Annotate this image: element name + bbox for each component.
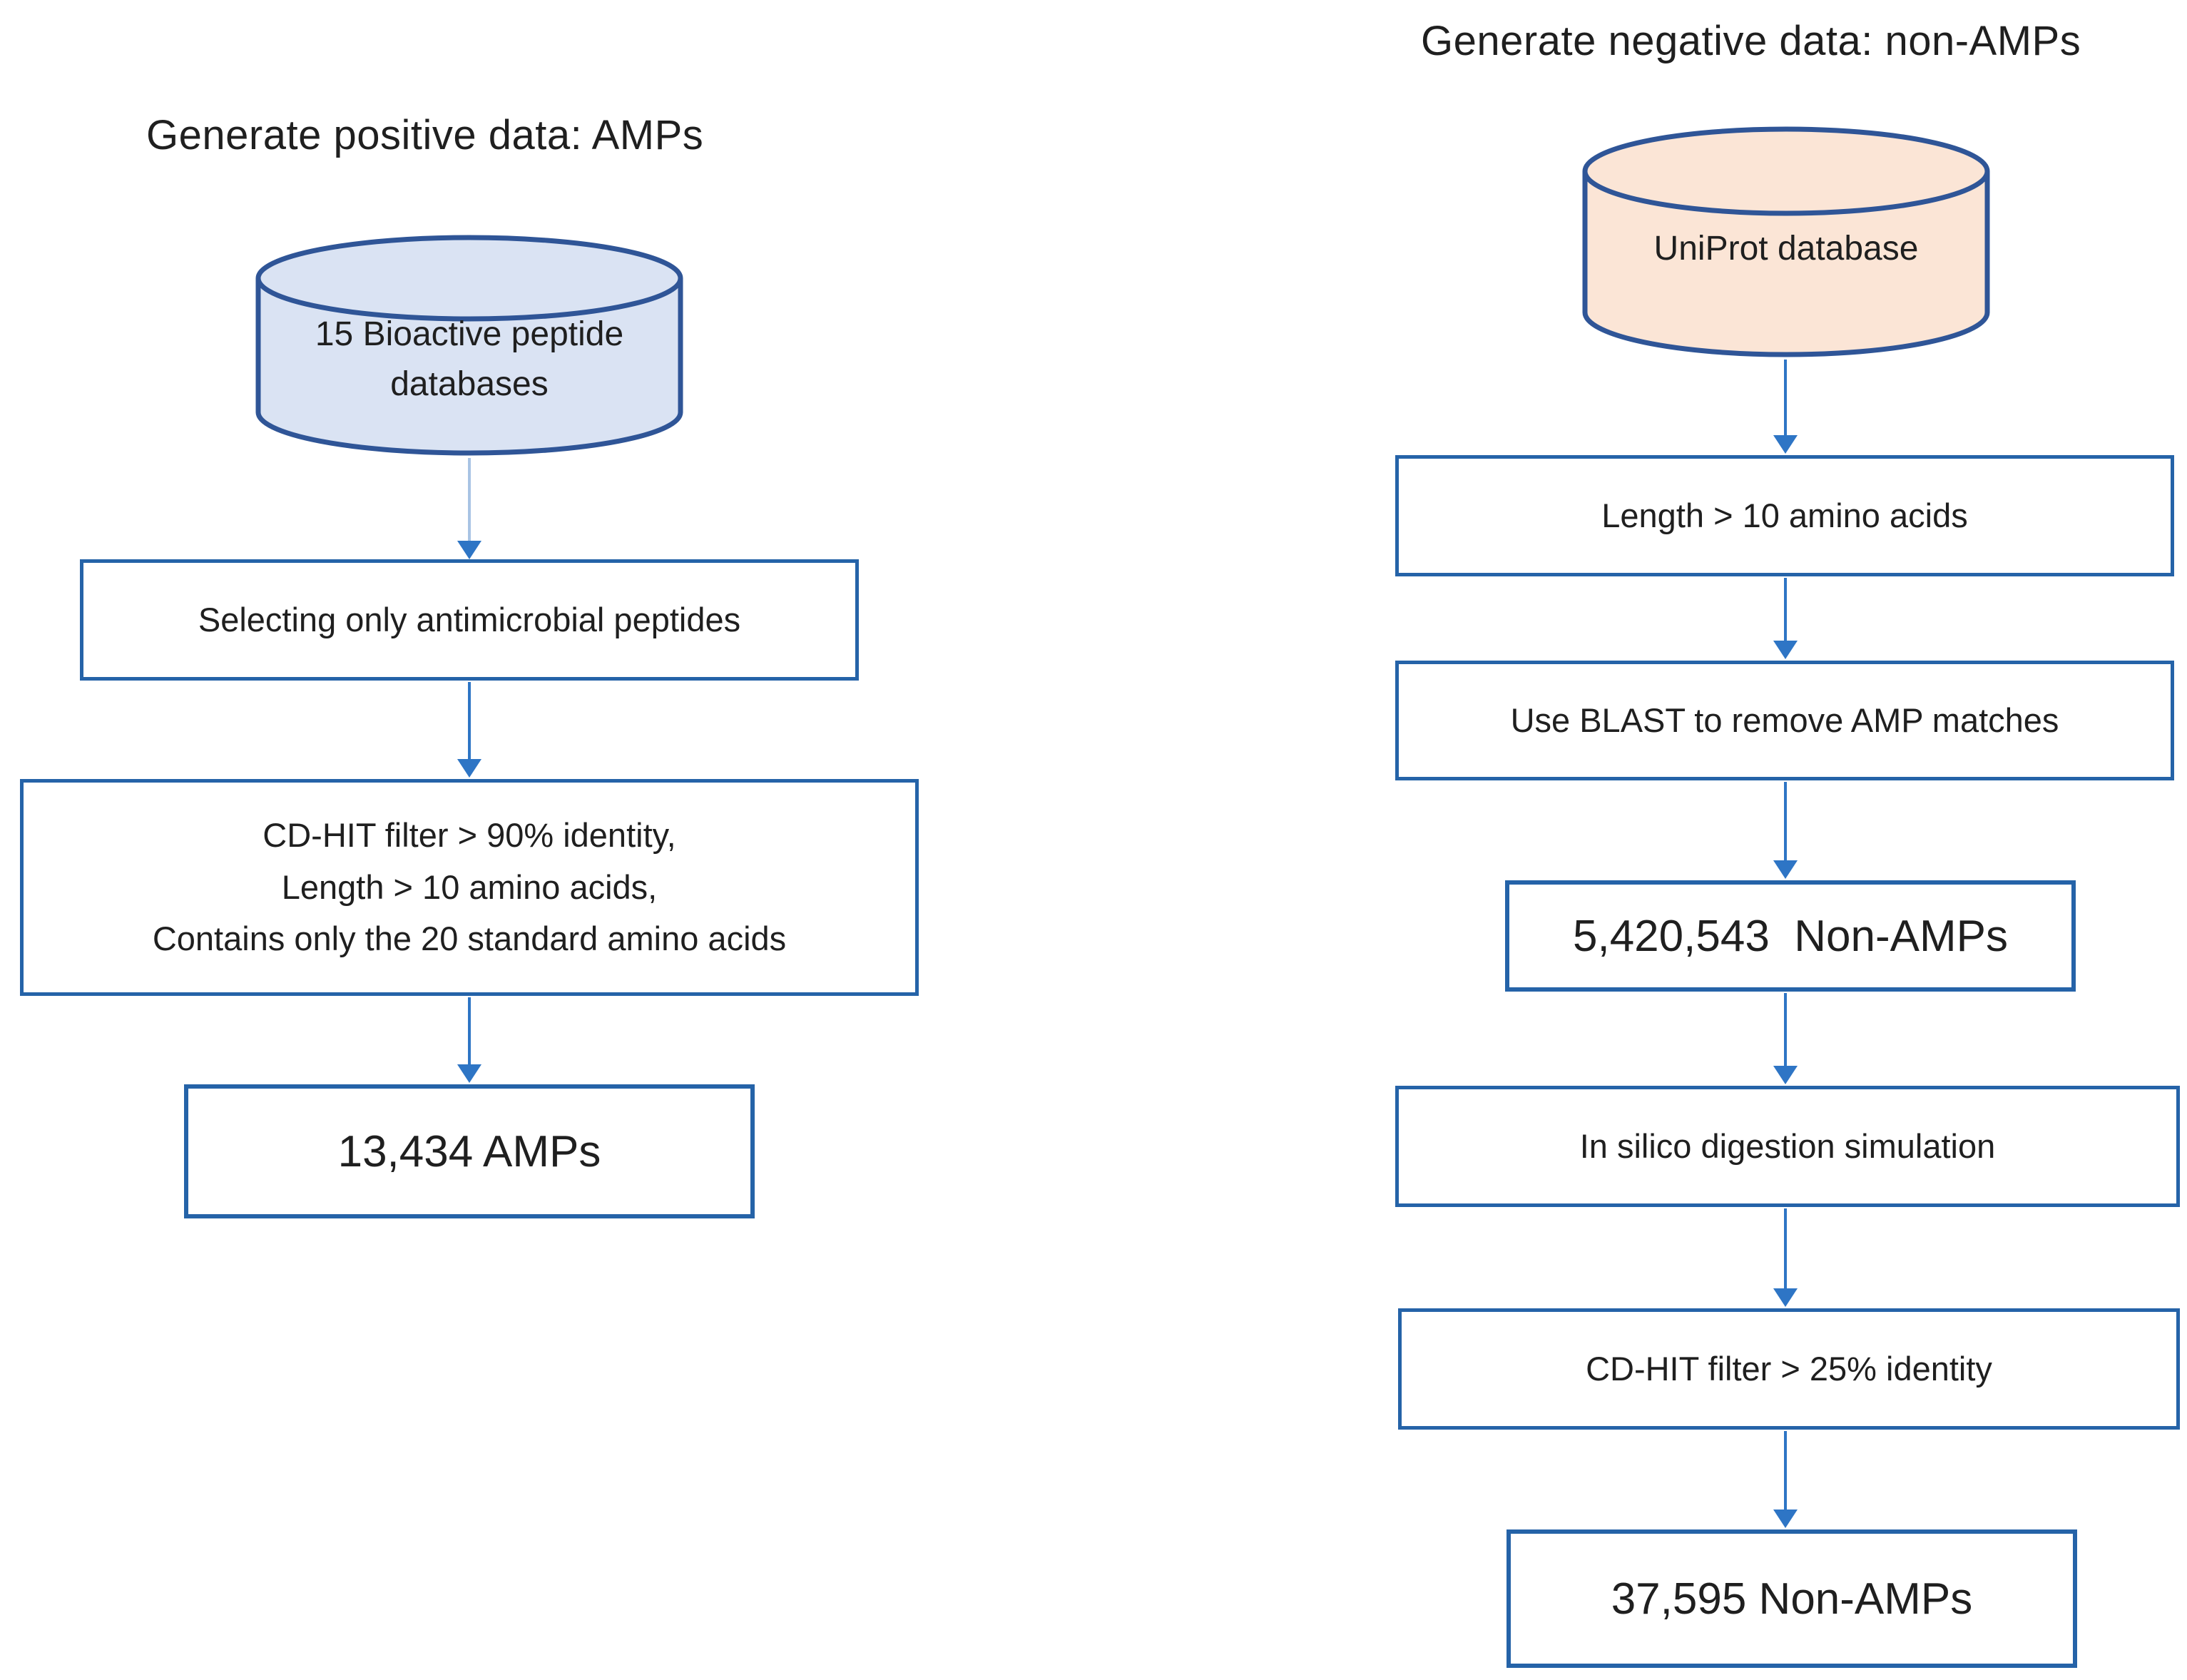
length-filter-label: Length > 10 amino acids [1601,496,1968,534]
blast-filter-label: Use BLAST to remove AMP matches [1510,701,2059,739]
cdhit-90-filter-box: CD-HIT filter > 90% identity, Length > 1… [20,779,919,996]
uniprot-label: UniProt database [1653,230,1919,268]
digestion-box: In silico digestion simulation [1395,1086,2180,1207]
arrow-down-icon [1771,782,1800,879]
arrow-down-icon [1771,1208,1800,1307]
final-nonamps-count-box: 37,595 Non-AMPs [1507,1529,2077,1668]
select-amp-box: Selecting only antimicrobial peptides [80,559,859,681]
uniprot-cylinder: UniProt database [1582,126,1990,358]
length-filter-box: Length > 10 amino acids [1395,455,2174,576]
arrow-down-icon [455,997,484,1083]
database-cylinder-icon [1582,126,1990,357]
arrow-down-icon [1771,360,1800,454]
arrow-down-icon [455,458,484,559]
select-amp-label: Selecting only antimicrobial peptides [198,600,741,638]
arrow-down-icon [455,682,484,778]
database-cylinder-icon [255,235,683,456]
negative-pipeline-title: Generate negative data: non-AMPs [1421,18,2081,64]
arrow-down-icon [1771,993,1800,1084]
bioactive-databases-label: 15 Bioactive peptide databases [315,315,624,403]
cdhit-90-line-3: Contains only the 20 standard amino acid… [152,920,787,958]
nonamps-count-label: 5,420,543 Non-AMPs [1572,911,2008,961]
digestion-label: In silico digestion simulation [1579,1126,1996,1165]
arrow-down-icon [1771,578,1800,659]
cdhit-90-line-2: Length > 10 amino acids, [281,867,658,906]
nonamps-count-box: 5,420,543 Non-AMPs [1505,880,2076,992]
positive-pipeline-title: Generate positive data: AMPs [146,112,704,158]
final-nonamps-count-label: 37,595 Non-AMPs [1611,1574,1973,1624]
bioactive-databases-cylinder: 15 Bioactive peptide databases [255,234,683,457]
cdhit-90-line-1: CD-HIT filter > 90% identity, [262,815,676,854]
cdhit-25-filter-label: CD-HIT filter > 25% identity [1586,1349,1992,1388]
blast-filter-box: Use BLAST to remove AMP matches [1395,661,2174,780]
amps-count-box: 13,434 AMPs [184,1084,755,1218]
cdhit-25-filter-box: CD-HIT filter > 25% identity [1398,1308,2180,1430]
arrow-down-icon [1771,1431,1800,1528]
amps-count-label: 13,434 AMPs [337,1126,601,1176]
